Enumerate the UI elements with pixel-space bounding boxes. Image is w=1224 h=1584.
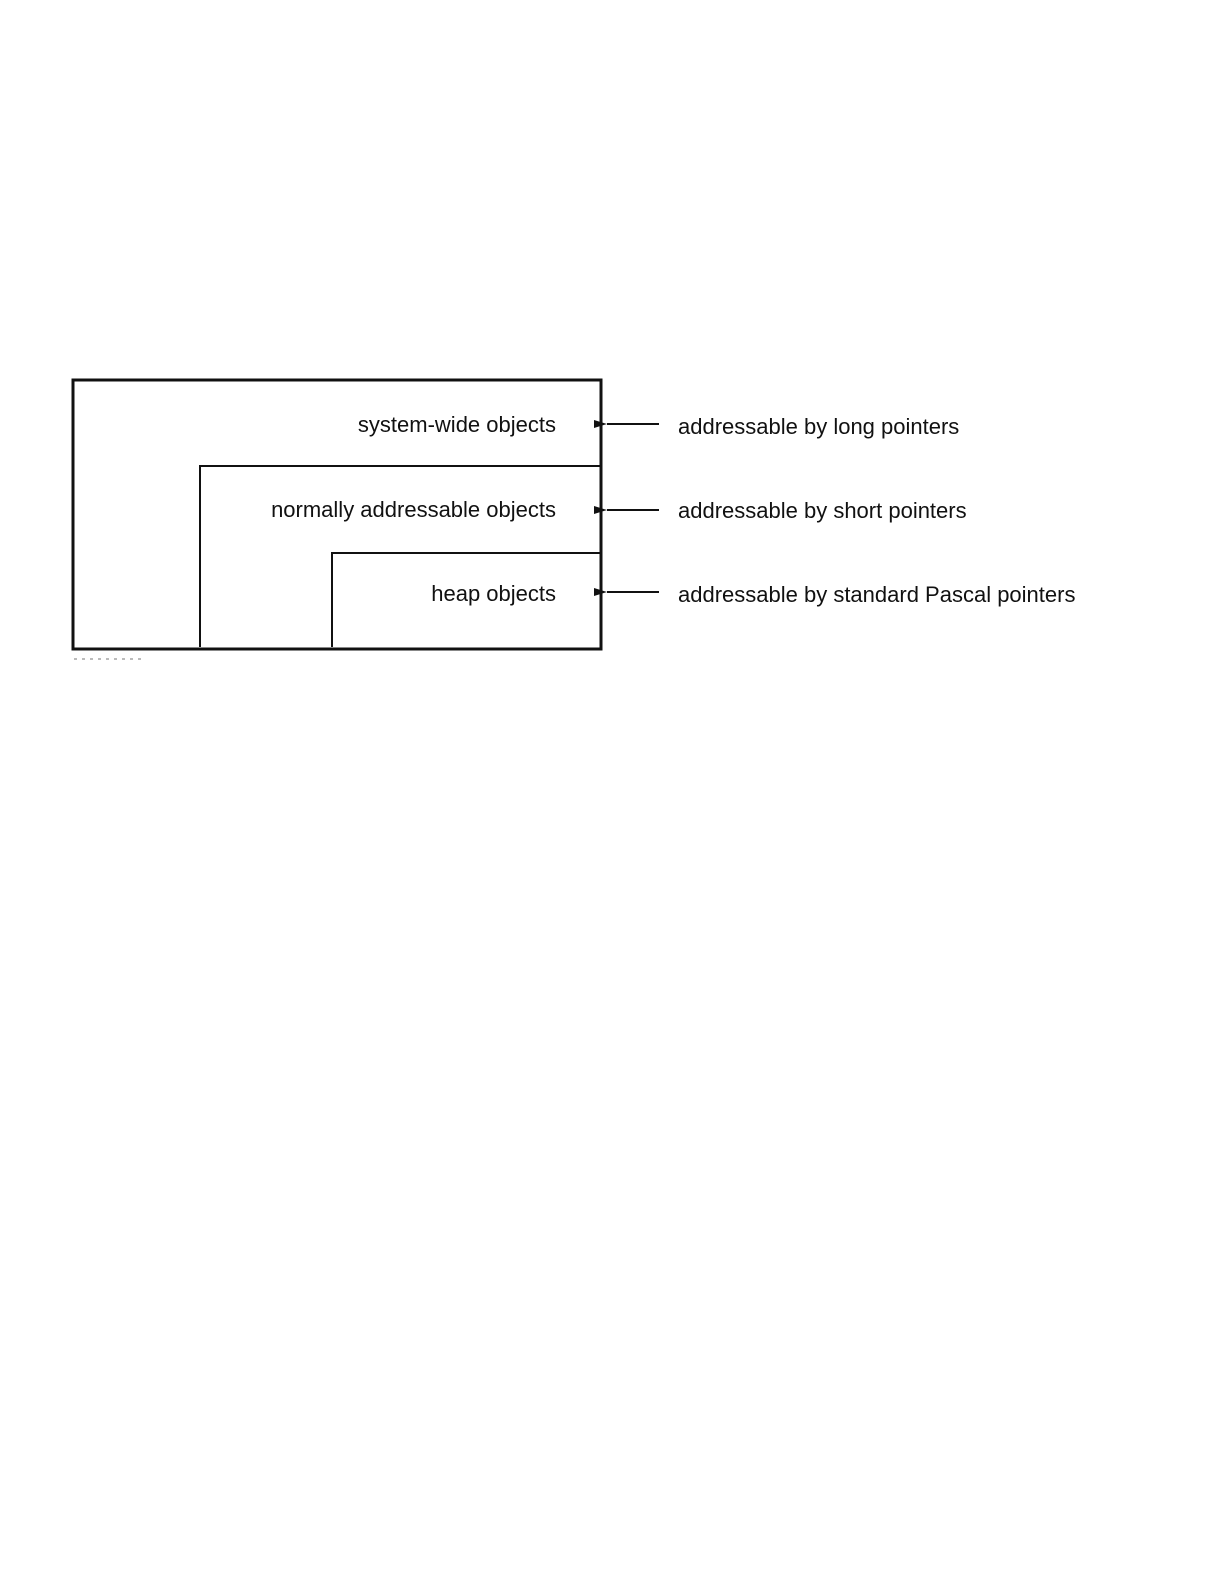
normally-addressable-label: normally addressable objects <box>271 497 556 522</box>
system-wide-label: system-wide objects <box>358 412 556 437</box>
region-normally-addressable: normally addressable objects <box>199 465 601 647</box>
short-pointers-label: addressable by short pointers <box>678 498 967 523</box>
region-heap: heap objects <box>331 552 601 647</box>
annotation-short-pointers: addressable by short pointers <box>594 498 967 523</box>
heap-label: heap objects <box>431 581 556 606</box>
normally-addressable-box <box>199 465 601 647</box>
heap-box <box>331 552 601 647</box>
annotation-pascal-pointers: addressable by standard Pascal pointers <box>594 582 1075 607</box>
system-wide-box <box>71 378 603 651</box>
region-system-wide: system-wide objects <box>71 378 603 651</box>
long-pointers-label: addressable by long pointers <box>678 414 959 439</box>
pascal-pointers-label: addressable by standard Pascal pointers <box>678 582 1075 607</box>
annotation-long-pointers: addressable by long pointers <box>594 414 959 439</box>
